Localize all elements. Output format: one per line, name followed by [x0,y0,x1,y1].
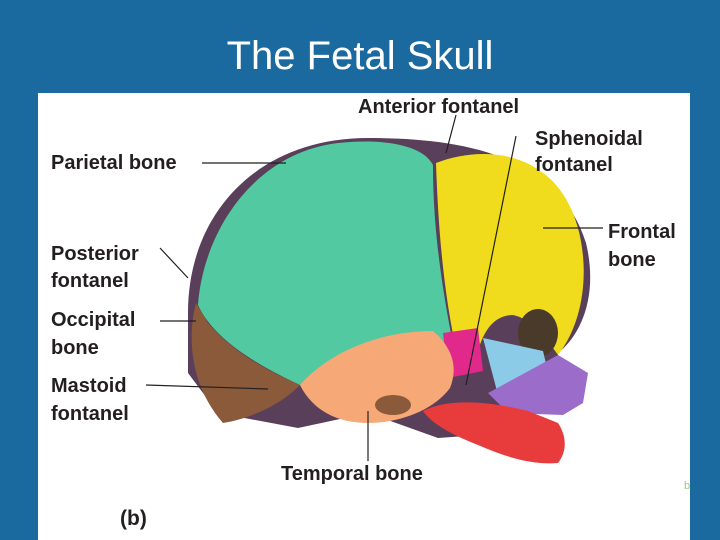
label-anterior-fontanel: Anterior fontanel [358,96,520,118]
parietal-bone-shape [198,141,456,385]
label-frontal-bone-line2: bone [608,249,656,271]
leader-posterior-fontanel [159,247,189,279]
diagram-panel: Anterior fontanel Sphenoidal fontanel Pa… [38,93,690,540]
label-sphenoidal-fontanel-line1: Sphenoidal [535,128,643,150]
label-frontal-bone-line1: Frontal [608,221,676,243]
corner-text: b [684,480,691,492]
maxilla-shape [488,355,588,415]
label-occipital-bone-line2: bone [51,337,99,359]
panel-label: (b) [120,507,147,530]
occipital-bone-shape [191,303,300,423]
mandible-shape [423,402,565,464]
label-mastoid-fontanel-line1: Mastoid [51,375,127,397]
leader-sphenoidal-fontanel [465,135,517,386]
label-temporal-bone: Temporal bone [281,463,423,485]
orbit [518,309,558,357]
frontal-bone-shape [436,154,584,358]
label-sphenoidal-fontanel-line2: fontanel [535,154,613,176]
label-mastoid-fontanel-line2: fontanel [51,403,129,425]
ear-canal [375,395,411,415]
label-posterior-fontanel-line1: Posterior [51,243,139,265]
leader-anterior-fontanel [445,114,457,154]
label-parietal-bone: Parietal bone [51,152,177,174]
slide-title: The Fetal Skull [226,34,494,78]
fetal-skull-illustration [145,114,603,464]
temporal-bone-shape [300,331,454,423]
leader-mastoid-fontanel [145,384,269,390]
label-occipital-bone-line1: Occipital [51,309,136,331]
label-posterior-fontanel-line2: fontanel [51,270,129,292]
